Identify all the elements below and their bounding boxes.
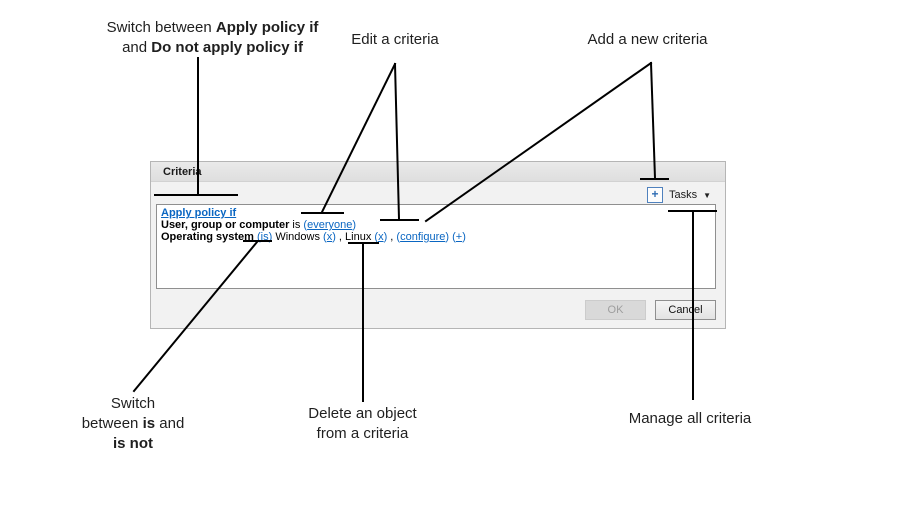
paren: ( xyxy=(303,219,308,231)
criteria-user-line: User, group or computer is (everyone) xyxy=(161,219,711,231)
criteria-content-box: Apply policy if User, group or computer … xyxy=(156,204,716,289)
paren: ( xyxy=(374,231,379,243)
annotation-text-bold: is not xyxy=(113,434,153,452)
annotation-text-bold: Do not apply policy if xyxy=(151,38,303,56)
dialog-title: Criteria xyxy=(151,162,725,182)
paren: ) xyxy=(332,231,336,243)
paren: ) xyxy=(445,231,450,243)
paren: ( xyxy=(256,231,261,243)
annotation-manage-criteria: Manage all criteria xyxy=(620,409,760,429)
criteria-os-line: Operating system (is) Windows (x) , Linu… xyxy=(161,231,711,243)
paren: ( xyxy=(452,231,456,243)
paren: ) xyxy=(462,231,466,243)
criteria-value-linux: , Linux xyxy=(335,231,375,243)
criteria-value-windows: Windows xyxy=(272,231,324,243)
criteria-subject: User, group or computer xyxy=(161,219,290,231)
annotation-switch-policy: Switch between Apply policy if and Do no… xyxy=(80,18,345,58)
tasks-menu: + Tasks ▼ xyxy=(646,186,711,204)
annotation-text: and xyxy=(155,414,185,432)
annotation-text: Switch xyxy=(110,395,156,412)
chevron-down-icon[interactable]: ▼ xyxy=(703,190,711,200)
criteria-dialog: Criteria + Tasks ▼ Apply policy if User,… xyxy=(150,161,726,329)
everyone-link[interactable]: everyone xyxy=(307,219,353,231)
add-criteria-plus-button[interactable]: + xyxy=(646,187,663,203)
tasks-menu-button[interactable]: Tasks xyxy=(668,189,698,201)
annotation-text: Delete an object xyxy=(308,405,417,422)
paren: ) xyxy=(383,231,388,243)
annotation-delete-object: Delete an object from a criteria xyxy=(295,404,430,444)
annotation-text-bold: Apply policy if xyxy=(215,19,319,36)
annotation-text: Add a new criteria xyxy=(587,31,708,48)
annotation-switch-is: Switch between is and is not xyxy=(75,394,191,453)
paren: ) xyxy=(352,219,357,231)
criteria-rule-line: Apply policy if xyxy=(161,207,711,219)
annotation-text: Edit a criteria xyxy=(351,31,439,48)
paren: ( xyxy=(396,231,401,243)
ok-button[interactable]: OK xyxy=(585,300,646,320)
annotation-edit-criteria: Edit a criteria xyxy=(345,30,445,50)
rule-toggle-link[interactable]: Apply policy if xyxy=(161,207,237,219)
annotation-text: between xyxy=(81,414,143,432)
annotation-text: Manage all criteria xyxy=(628,410,752,427)
criteria-subject: Operating system xyxy=(161,231,254,243)
cancel-button[interactable]: Cancel xyxy=(655,300,716,320)
annotation-text: from a criteria xyxy=(316,424,409,442)
remove-windows-link[interactable]: x xyxy=(326,231,333,243)
paren: ) xyxy=(268,231,273,243)
paren: ( xyxy=(323,231,327,243)
criteria-verb: is xyxy=(289,219,304,231)
annotation-add-criteria: Add a new criteria xyxy=(580,30,715,50)
annotation-text-bold: is xyxy=(142,414,156,432)
is-operator-link[interactable]: is xyxy=(260,231,269,243)
annotation-text: and xyxy=(122,38,152,56)
annotation-text: Switch between xyxy=(106,19,216,36)
configure-link[interactable]: configure xyxy=(400,231,446,243)
remove-linux-link[interactable]: x xyxy=(378,231,384,243)
add-object-link[interactable]: + xyxy=(455,231,463,243)
separator: , xyxy=(387,231,397,243)
